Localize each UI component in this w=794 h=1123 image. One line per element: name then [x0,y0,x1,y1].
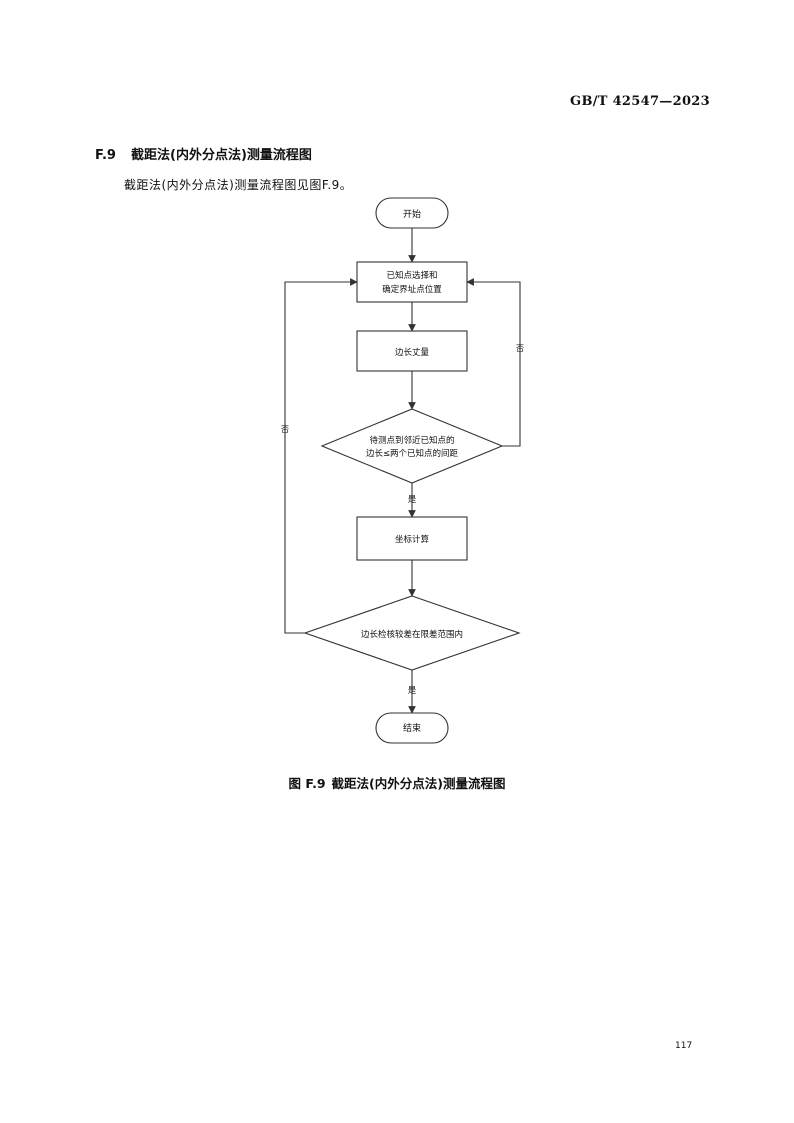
decision2-label: 边长检核较差在限差范围内 [361,629,463,640]
step1-label-line2: 确定界址点位置 [382,284,442,295]
no-label-decision2: 否 [281,425,289,434]
figure-number: 图 F.9 [288,776,326,791]
figure-title: 截距法(内外分点法)测量流程图 [331,776,506,791]
section-title: 截距法(内外分点法)测量流程图 [131,148,312,163]
no-label-decision1: 否 [516,344,524,353]
decision1-label-line2: 边长≤两个已知点的间距 [366,448,459,459]
standard-code-header: GB/T 42547—2023 [570,94,710,109]
loop-no-decision2 [284,278,358,634]
yes-label-decision2: 是 [408,686,417,696]
yes-label-decision1: 是 [408,495,417,505]
decision-distance-diamond [320,408,504,484]
figure-caption: 图 F.9 截距法(内外分点法)测量流程图 [0,773,794,792]
end-label: 结束 [403,722,421,734]
decision1-label-line1: 待测点到邻近已知点的 [369,435,454,446]
page-number: 117 [675,1041,693,1051]
step2-label: 边长丈量 [395,347,430,358]
section-number: F.9 [95,148,116,163]
loop-no-decision1 [466,278,521,447]
step-select-points-box [356,261,468,303]
step1-label-line1: 已知点选择和 [386,270,437,281]
step3-label: 坐标计算 [395,534,430,545]
intro-paragraph: 截距法(内外分点法)测量流程图见图F.9。 [124,178,353,192]
section-heading: F.9 截距法(内外分点法)测量流程图 [95,144,312,163]
start-label: 开始 [403,208,421,220]
